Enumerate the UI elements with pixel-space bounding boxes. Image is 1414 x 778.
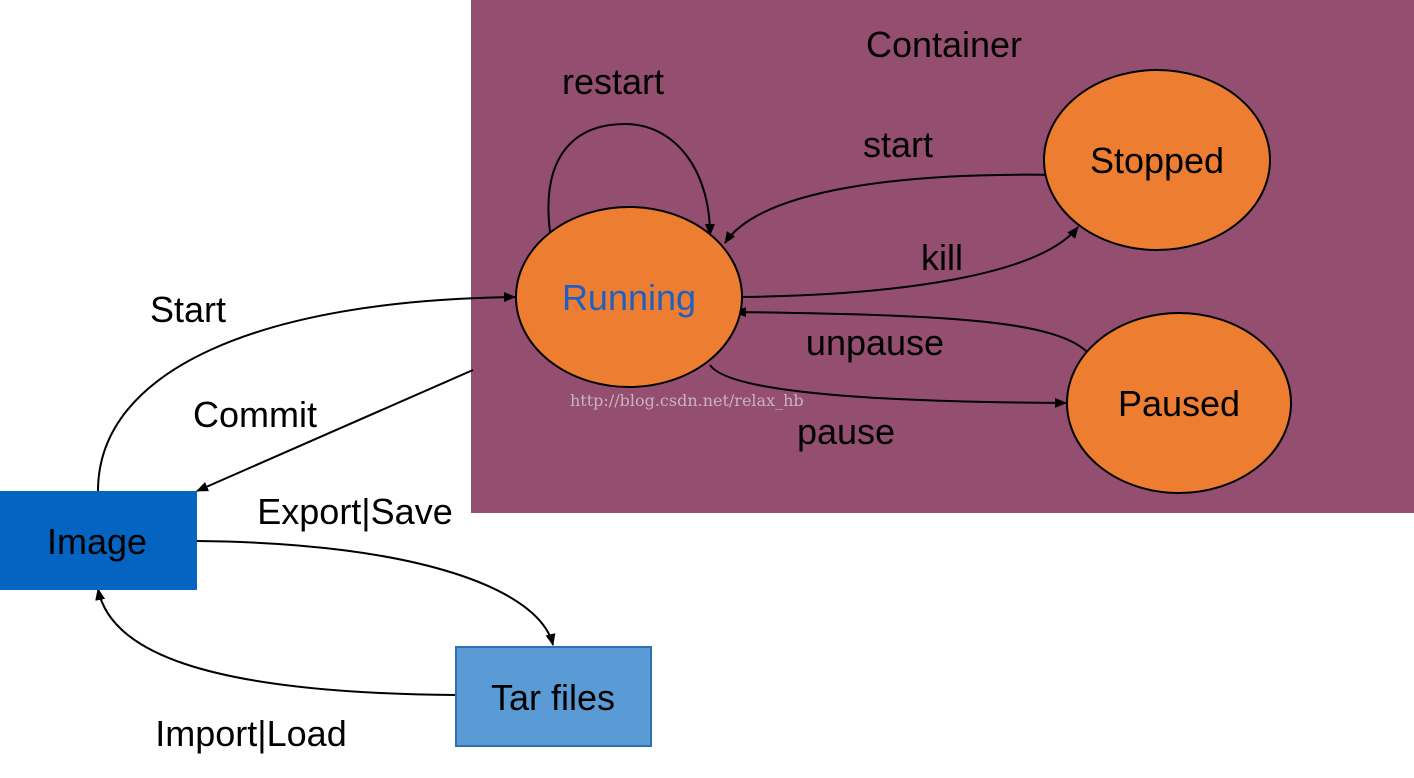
paused-node [1066,312,1292,494]
import-load-arrow [95,588,457,696]
export-save-arrow [196,540,556,646]
tar-files-box [455,646,652,747]
import-load-label: Import|Load [155,713,346,754]
running-label: Running [562,277,696,318]
start-container-label: start [863,124,933,165]
image-box [0,491,197,590]
paused-label: Paused [1118,383,1240,424]
export-save-label: Export|Save [257,491,452,532]
pause-label: pause [797,411,895,452]
start-arrow [97,292,516,492]
state-paused: Paused [1066,312,1292,494]
stopped-label: Stopped [1090,140,1224,181]
stopped-node [1043,69,1271,251]
kill-arrow [741,226,1079,298]
watermark-text: http://blog.csdn.net/relax_hb [570,391,804,410]
pause-arrow [709,364,1067,408]
kill-label: kill [921,237,963,278]
start-container-arrow [724,173,1061,244]
state-running: Running [515,206,743,388]
container-title: Container [866,24,1022,65]
state-stopped: Stopped [1043,69,1271,251]
image-label: Image [47,521,147,562]
start-label: Start [150,289,226,330]
tar-files-label: Tar files [491,677,615,718]
tar-box-group: Tar files [455,646,652,747]
commit-arrow [196,369,474,492]
unpause-label: unpause [806,322,944,363]
running-node [515,206,743,388]
unpause-arrow [734,307,1091,356]
restart-arrow [547,122,715,236]
image-box-group: Image [0,491,197,590]
restart-label: restart [562,61,664,102]
commit-label: Commit [193,394,317,435]
